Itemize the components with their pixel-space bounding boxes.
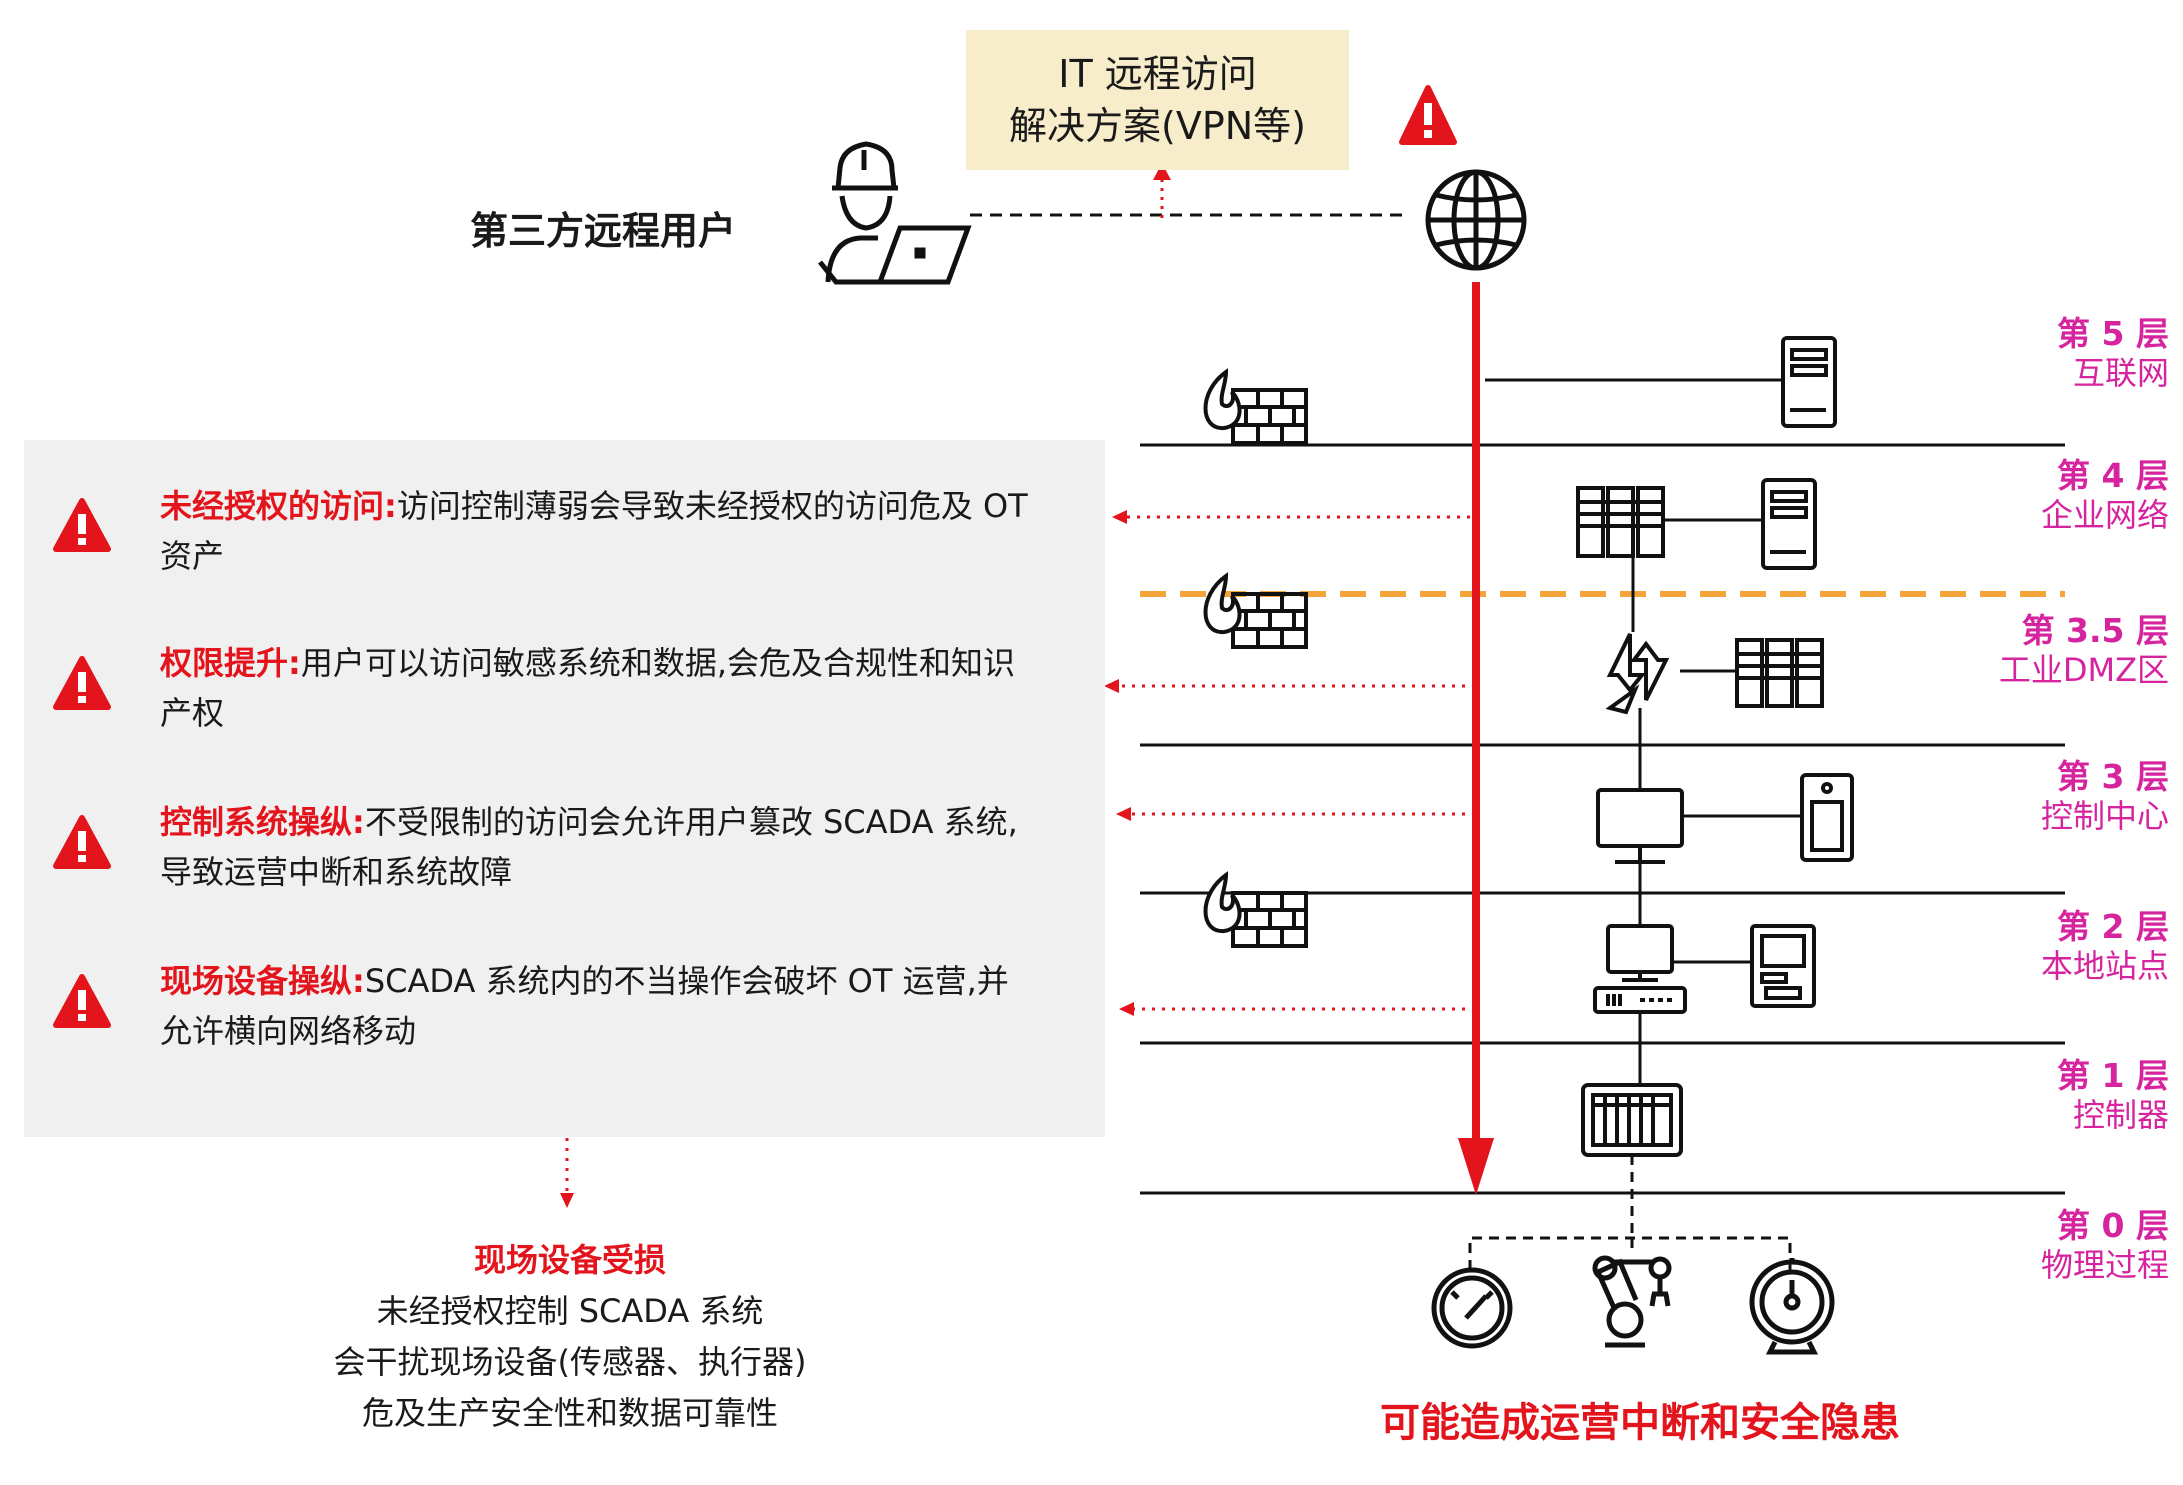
risk-description: 访问控制薄弱会导致未经授权的访问危及 OT 资产 bbox=[160, 487, 1028, 575]
control-center-monitor-icon bbox=[1596, 788, 1684, 864]
disruption-caption: 可能造成运营中断和安全隐患 bbox=[1380, 1400, 1900, 1446]
robot-arm-actuator-icon bbox=[1592, 1255, 1672, 1348]
control-center-device-icon bbox=[1800, 773, 1854, 862]
vpn-warning-icon bbox=[1399, 85, 1457, 145]
internet-server-icon bbox=[1781, 336, 1837, 428]
risk-item-privilege-escalation: 权限提升:用户可以访问敏感系统和数据,会危及合规性和知识产权 bbox=[160, 638, 1040, 738]
risk-title: 控制系统操纵: bbox=[160, 803, 365, 841]
risk-item-unauthorized-access: 未经授权的访问:访问控制薄弱会导致未经授权的访问危及 OT 资产 bbox=[160, 481, 1040, 581]
attack-path-arrow bbox=[1458, 282, 1494, 1195]
layer-2-name: 本地站点 bbox=[2040, 947, 2169, 985]
risk-description: 用户可以访问敏感系统和数据,会危及合规性和知识产权 bbox=[160, 644, 1015, 732]
vpn-risk-arrow bbox=[1153, 163, 1171, 218]
field-damage-line: 会干扰现场设备(传感器、执行器) bbox=[333, 1343, 807, 1381]
warning-icon bbox=[53, 815, 111, 869]
layer-0-number: 第 0 层 bbox=[2057, 1206, 2169, 1245]
local-hmi-icon bbox=[1593, 924, 1687, 1014]
field-device-links bbox=[1468, 1155, 1792, 1270]
enterprise-server-rack-icon bbox=[1576, 486, 1665, 558]
risk-panel bbox=[24, 440, 1105, 1137]
layer-1-name: 控制器 bbox=[2072, 1096, 2169, 1134]
risk-description: SCADA 系统内的不当操作会破坏 OT 运营,并允许横向网络移动 bbox=[160, 962, 1009, 1050]
local-terminal-icon bbox=[1750, 924, 1816, 1008]
layer-5-number: 第 5 层 bbox=[2057, 314, 2169, 353]
layer-3-name: 控制中心 bbox=[2040, 797, 2169, 835]
remote-user-icon bbox=[818, 141, 972, 285]
firewall-icon bbox=[1203, 572, 1308, 649]
layer-4-number: 第 4 层 bbox=[2057, 456, 2169, 495]
risk-title: 权限提升: bbox=[160, 644, 301, 682]
firewall-icon bbox=[1203, 368, 1308, 445]
field-damage-line: 危及生产安全性和数据可靠性 bbox=[361, 1394, 778, 1432]
layer-3-number: 第 3 层 bbox=[2057, 757, 2169, 796]
risk-item-field-device-manipulation: 现场设备操纵:SCADA 系统内的不当操作会破坏 OT 运营,并允许横向网络移动 bbox=[160, 956, 1040, 1056]
risk-title: 现场设备操纵: bbox=[160, 962, 365, 1000]
plc-controller-icon bbox=[1581, 1083, 1683, 1157]
risk-description: 不受限制的访问会允许用户篡改 SCADA 系统,导致运营中断和系统故障 bbox=[160, 803, 1018, 891]
layer-3-5-number: 第 3.5 层 bbox=[2021, 611, 2169, 650]
remote-user-label: 第三方远程用户 bbox=[470, 209, 737, 253]
dmz-server-rack-icon bbox=[1735, 638, 1824, 708]
layer-4-name: 企业网络 bbox=[2040, 496, 2169, 534]
dmz-switch-icon bbox=[1605, 633, 1670, 715]
vpn-title-line1: IT 远程访问 bbox=[1058, 52, 1257, 96]
warning-icon bbox=[53, 656, 111, 710]
risk-arrow-heads bbox=[560, 510, 1134, 1208]
pressure-gauge-icon bbox=[1749, 1258, 1835, 1355]
risk-arrows bbox=[565, 515, 1470, 1195]
layer-3-5-name: 工业DMZ区 bbox=[1998, 651, 2169, 689]
field-damage-line: 未经授权控制 SCADA 系统 bbox=[376, 1292, 764, 1330]
globe-icon bbox=[1425, 169, 1527, 271]
field-damage-title: 现场设备受损 bbox=[473, 1241, 666, 1279]
warning-icon bbox=[53, 498, 111, 552]
gauge-sensor-icon bbox=[1431, 1267, 1513, 1349]
risk-item-control-system-manipulation: 控制系统操纵:不受限制的访问会允许用户篡改 SCADA 系统,导致运营中断和系统… bbox=[160, 797, 1040, 897]
layer-5-name: 互联网 bbox=[2072, 354, 2169, 392]
warning-icon bbox=[53, 974, 111, 1028]
layer-0-name: 物理过程 bbox=[2040, 1246, 2169, 1284]
field-damage-summary: 现场设备受损 未经授权控制 SCADA 系统 会干扰现场设备(传感器、执行器) … bbox=[260, 1235, 880, 1439]
firewall-icon bbox=[1203, 871, 1308, 948]
enterprise-server-icon bbox=[1761, 478, 1817, 570]
risk-title: 未经授权的访问: bbox=[160, 487, 397, 525]
vpn-title-line2: 解决方案(VPN等) bbox=[1009, 104, 1306, 148]
layer-2-number: 第 2 层 bbox=[2057, 907, 2169, 946]
vpn-solution-box: IT 远程访问 解决方案(VPN等) bbox=[966, 30, 1349, 170]
layer-1-number: 第 1 层 bbox=[2057, 1056, 2169, 1095]
